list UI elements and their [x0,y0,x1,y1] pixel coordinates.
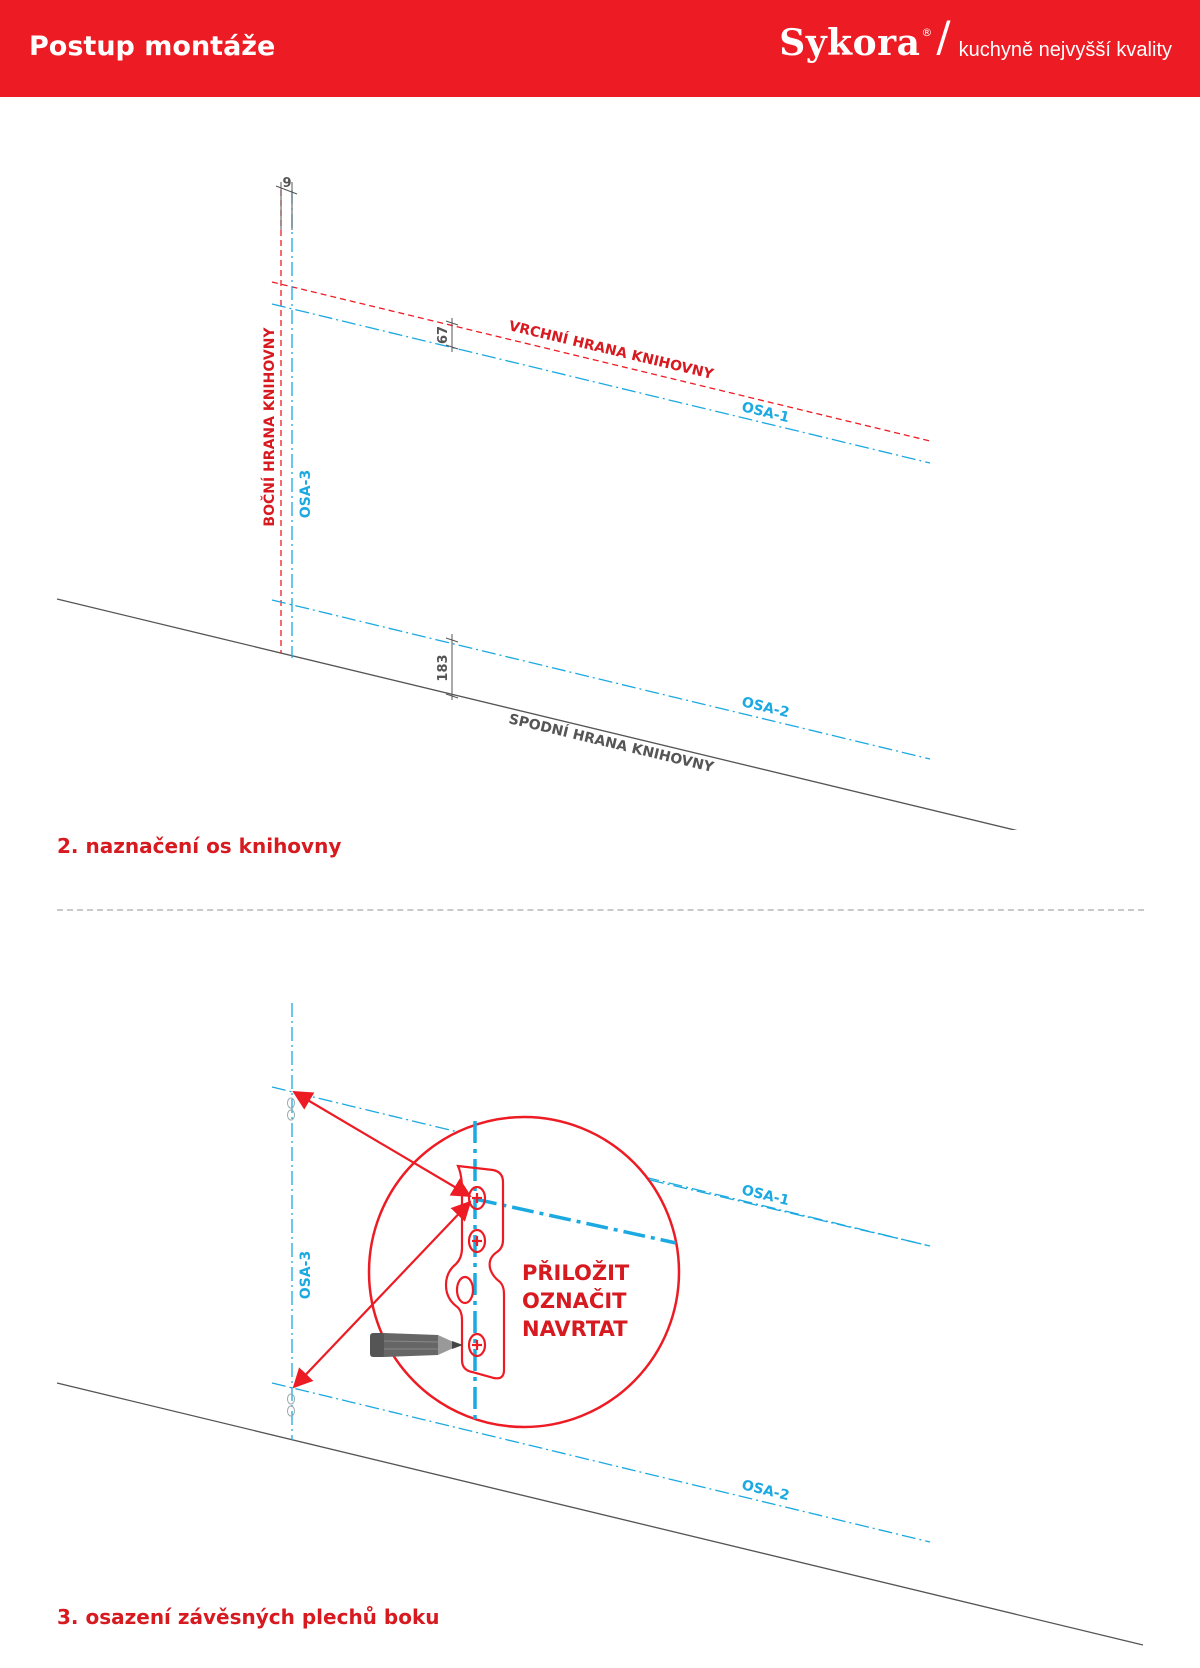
step3-title: 3. osazení závěsných plechů boku [57,1605,440,1629]
axis2-line-3 [271,1382,931,1543]
axis2-line [271,599,931,760]
step2-diagram: 9 67 183 VRCHNÍ HRANA KNIHOVNY SPODNÍ HR… [56,176,1018,830]
detail-axis-horizontal [474,1197,677,1245]
brand-slash: / [936,12,951,61]
instruction-attach: PŘILOŽIT [522,1260,630,1285]
bottom-edge-label: SPODNÍ HRANA KNIHOVNY [507,710,716,776]
brand-logo: Sykora ® / kuchyně nejvyšší kvality [779,16,1172,65]
axis3-label: OSA-3 [298,470,314,518]
header-bar: Postup montáže Sykora ® / kuchyně nejvyš… [0,0,1200,97]
axis2-label-3: OSA-2 [740,1477,791,1504]
hanger-mark-bottom-icon [287,1393,295,1417]
axis1-label: OSA-1 [740,399,791,426]
axis1-label-3: OSA-1 [740,1182,791,1209]
section-divider [57,909,1144,911]
double-arrow-icon [292,1090,472,1198]
instruction-drill: NAVRTAT [522,1317,628,1341]
side-edge-label: BOČNÍ HRANA KNIHOVNY [260,327,278,527]
axis1-line [271,303,931,464]
top-edge-line [271,281,931,442]
registered-mark: ® [921,26,933,39]
dimension-183-label: 183 [436,654,451,681]
instruction-mark: OZNAČIT [522,1288,627,1313]
axis1-line-3-right [649,1179,931,1247]
bottom-edge-line-3 [56,1382,1144,1646]
dimension-183 [445,634,459,700]
dimension-67 [445,318,459,352]
top-edge-label: VRCHNÍ HRANA KNIHOVNY [507,317,716,383]
dimension-9 [275,182,298,230]
brand-tagline: kuchyně nejvyšší kvality [958,39,1172,61]
step2-title: 2. naznačení os knihovny [57,834,342,858]
brand-name: Sykora [779,22,921,64]
double-arrow-icon-2 [292,1200,472,1389]
step3-diagram: PŘILOŽIT OZNAČIT NAVRTAT OSA-3 OSA-1 OSA… [56,1003,1144,1646]
page-title: Postup montáže [29,31,276,62]
axis2-label: OSA-2 [740,694,791,721]
dimension-67-label: 67 [436,326,451,344]
dimension-9-label: 9 [282,176,291,191]
hanger-mark-top-icon [287,1097,295,1121]
axis3-label-3: OSA-3 [298,1251,314,1299]
bottom-edge-line [56,598,1018,830]
